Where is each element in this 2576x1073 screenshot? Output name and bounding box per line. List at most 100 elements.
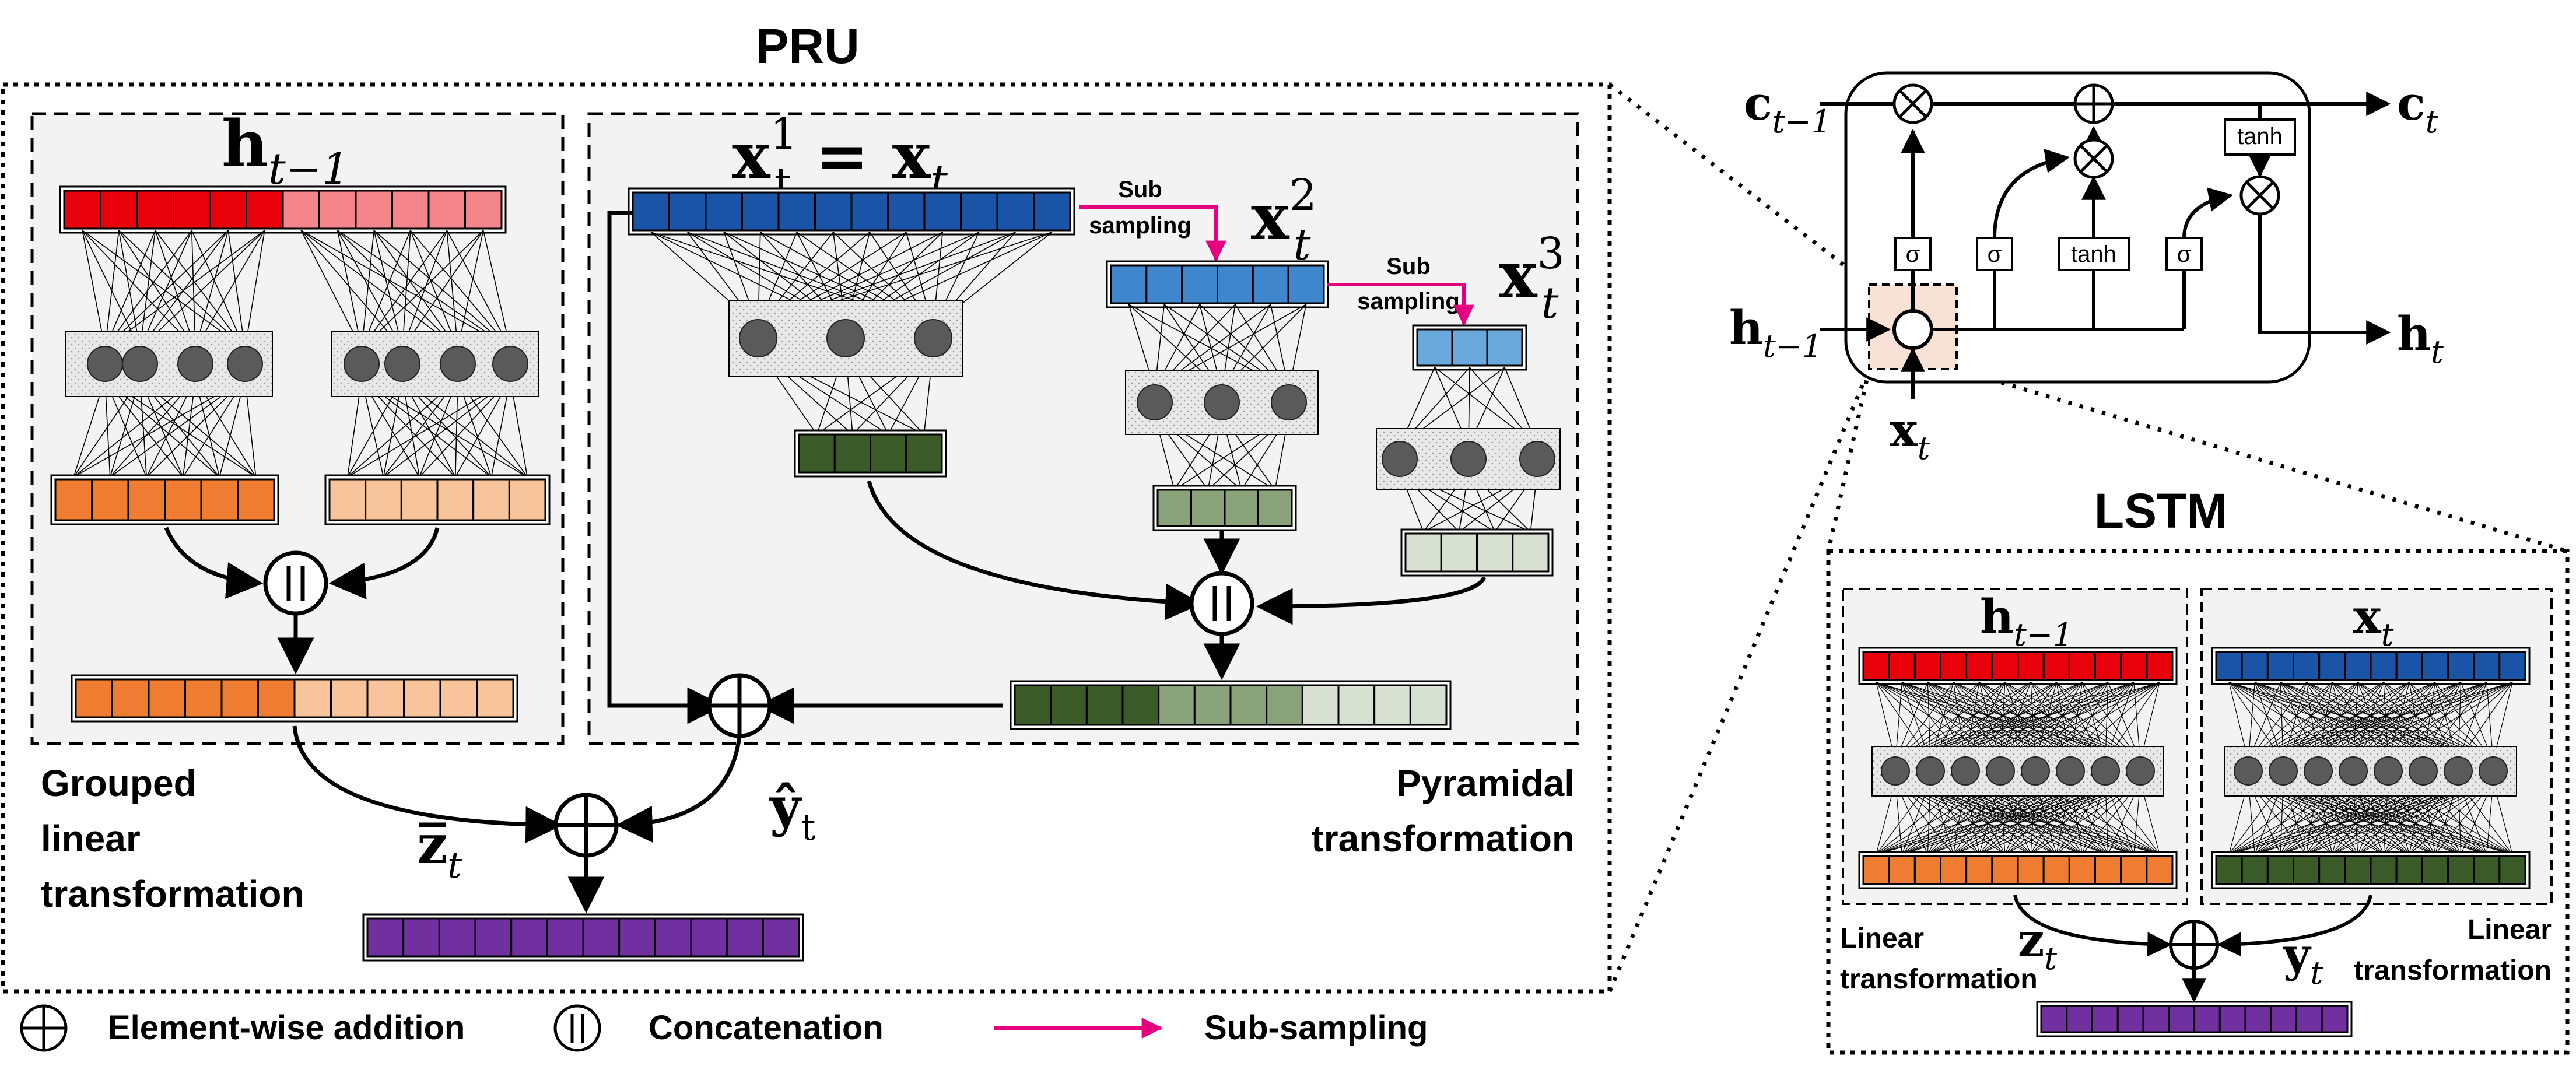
z1-cell-cell (237, 478, 275, 521)
h-prev-cell-cell (427, 190, 466, 230)
lstm-z-cell-cell (1965, 855, 1993, 885)
h-prev-vector (59, 185, 507, 234)
pyr-out-cell-cell (1193, 684, 1232, 726)
lstm-x-cell-cell (2266, 651, 2294, 681)
neuron-node (1137, 384, 1173, 420)
h-prev-cell-cell (63, 190, 101, 230)
pru-out-cell-cell (402, 917, 440, 958)
lstm-y-cell-cell (2293, 855, 2321, 885)
z2-cell-cell (436, 478, 475, 521)
lstm-x-cell-cell (2447, 651, 2475, 681)
lstm-z-cell-cell (2146, 855, 2174, 885)
weight-line (373, 230, 403, 349)
neuron-node (2269, 756, 2298, 786)
legend-concat-label: Concatenation (649, 1009, 884, 1047)
neuron-node (1382, 441, 1418, 477)
z2-cell-cell (508, 478, 546, 521)
x1-cell-cell (923, 191, 962, 232)
pru-out-cell-cell (726, 917, 764, 958)
svg-text:Sub: Sub (1118, 177, 1162, 202)
weight-line (337, 230, 511, 349)
weight-line (373, 230, 458, 349)
zoom-connectors (1607, 83, 2568, 993)
lstm-y-cell-cell (2370, 855, 2398, 885)
mult-forget (1892, 83, 1933, 124)
z2-cell-cell (365, 478, 402, 521)
pru-out-cell-cell (474, 917, 513, 958)
residual-path (607, 211, 724, 724)
weight-line (104, 230, 120, 349)
lstm-right-transform-label: Linear transformation (2354, 914, 2552, 986)
pyr-out-cell-cell (1229, 684, 1268, 726)
lstm-y-cell-cell (2241, 855, 2269, 885)
grouped-outputs (50, 474, 551, 525)
x3-cell-cell (1416, 328, 1453, 367)
weight-line (195, 230, 265, 349)
weight-line (155, 230, 196, 349)
arrow-x3-to-concat (1256, 576, 1487, 625)
lstm-h-cell-cell (1991, 651, 2019, 681)
weight-line (337, 230, 403, 349)
neuron-node (2339, 756, 2368, 786)
z1-cell-cell (127, 478, 166, 521)
weight-line (361, 230, 375, 349)
lstm-x-cell-cell (2370, 651, 2398, 681)
lstm-x-cell-cell (2473, 651, 2501, 681)
x-cell-label: xt (1890, 402, 1930, 467)
svg-text:transformation: transformation (1840, 964, 2038, 995)
grouped-transformation-label: Grouped linear transformation (41, 762, 304, 915)
o-to-mult (2182, 187, 2234, 239)
pru-title: PRU (756, 19, 859, 73)
x3-out-cell-cell (1440, 532, 1478, 573)
lstm-h-cell-cell (2017, 651, 2045, 681)
svg-text:Linear: Linear (2468, 914, 2552, 945)
pyr-out-cell-cell (1121, 684, 1160, 726)
x1-cell-cell (996, 191, 1035, 232)
x1-cell-cell (887, 191, 926, 232)
neuron-node (2056, 756, 2085, 786)
weight-line (104, 230, 265, 349)
weight-line (402, 230, 484, 349)
pyr-out-cell-cell (1158, 684, 1196, 726)
svg-text:tanh: tanh (2237, 124, 2283, 149)
lstm-z-cell-cell (2017, 855, 2045, 885)
lstm-y-cell-cell (2447, 855, 2475, 885)
x2-cell-cell (1252, 264, 1289, 304)
weight-line (118, 230, 246, 349)
svg-text:transformation: transformation (1311, 818, 1575, 860)
z1-cell-cell (91, 478, 129, 521)
x2-cell-cell (1217, 264, 1254, 304)
x3-out-cell-cell (1512, 532, 1550, 573)
lstm-out-cell-cell (2270, 1005, 2297, 1033)
weight-line (402, 230, 447, 349)
zbar-cell-cell (476, 678, 514, 718)
lstm-out-cell-cell (2040, 1005, 2068, 1033)
lstm-h-cell-cell (2146, 651, 2174, 681)
arrow-yhat-to-add (615, 735, 742, 843)
weight-line (410, 230, 458, 349)
arrow-to-concat-left (164, 527, 264, 599)
weight-line (191, 230, 196, 349)
pyr-out-cell-cell (1337, 684, 1376, 726)
pru-out-cell-cell (546, 917, 584, 958)
x3-cell-cell (1486, 328, 1523, 367)
weight-line (82, 230, 196, 349)
lstm-z-cell-cell (1888, 855, 1916, 885)
neuron-node (914, 319, 952, 357)
weight-line (300, 230, 458, 349)
lstm-out-cell-cell (2193, 1005, 2221, 1033)
weight-line (373, 230, 511, 349)
x1-outputs (794, 429, 947, 478)
pyramid-output-vector (1010, 680, 1452, 730)
weight-line (82, 230, 141, 349)
gate-label: σ (1906, 241, 1920, 267)
lstm-z-cell-cell (1991, 855, 2019, 885)
gate-box: tanh (2058, 237, 2130, 271)
neuron-node (2374, 756, 2403, 786)
h-prev-cell-cell (282, 190, 320, 230)
lstm-out-cell-cell (2321, 1005, 2349, 1033)
h-prev-cell-cell (136, 190, 174, 230)
lstm-out-cell-cell (2168, 1005, 2195, 1033)
x1-out-cell-cell (833, 433, 871, 474)
